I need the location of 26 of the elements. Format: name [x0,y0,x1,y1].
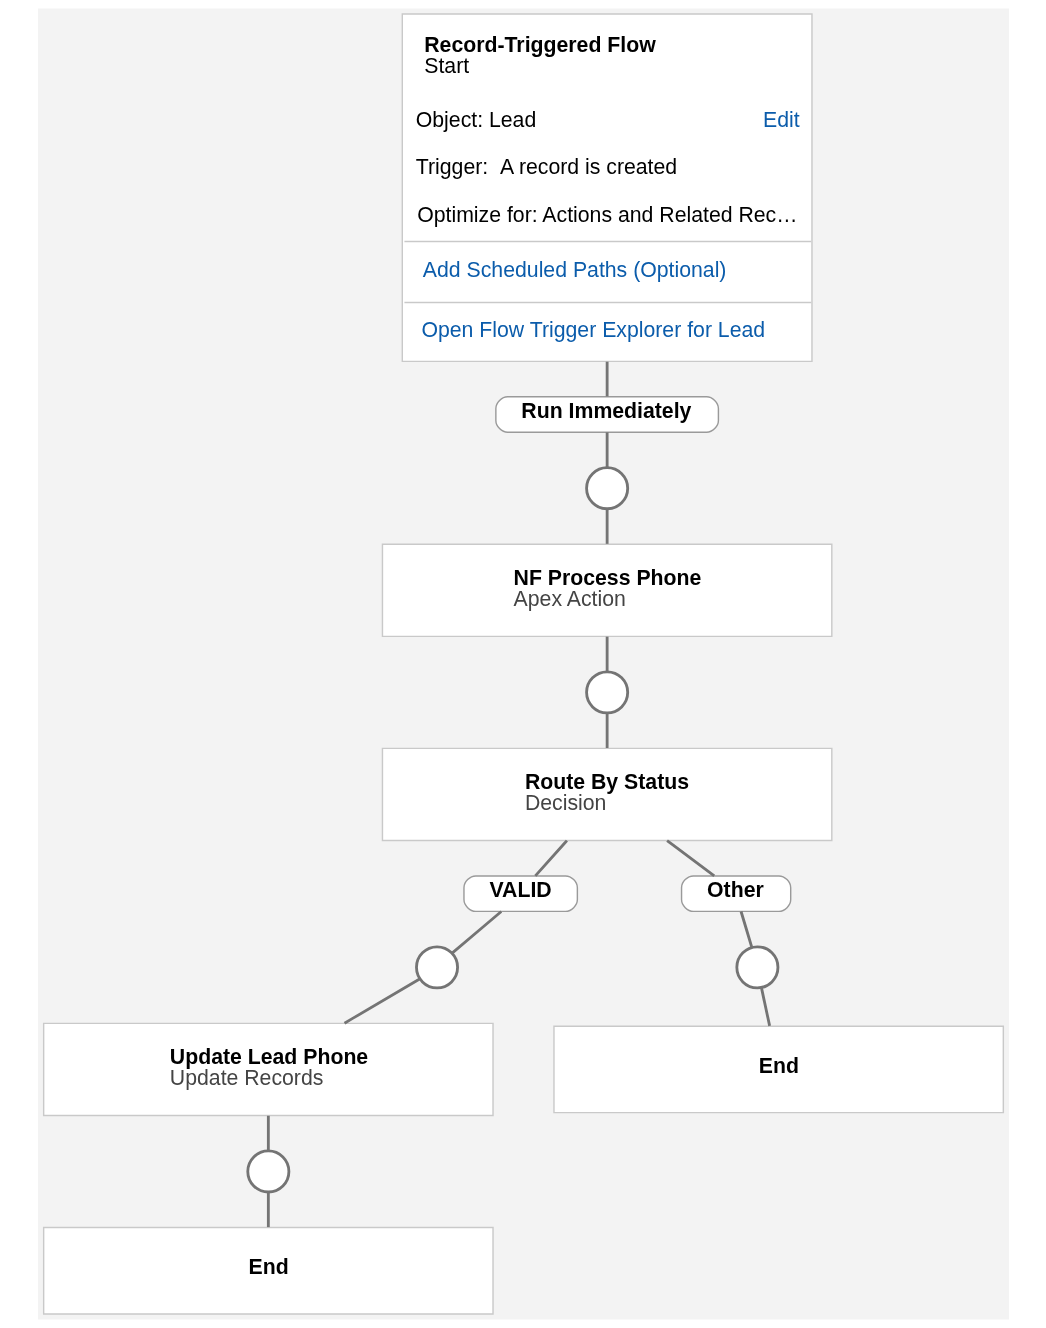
connector [343,977,420,1025]
node-circle [414,945,459,990]
node-box: End [42,1226,494,1315]
node-circle [584,466,629,511]
node-box: Update Lead Phone Update Records [42,1022,494,1117]
connector [759,987,771,1027]
node-box: End [552,1025,1004,1114]
connector [451,910,502,954]
connector [605,432,609,468]
connector [665,839,715,877]
connector [266,1115,270,1151]
connector [605,509,609,544]
connector [605,361,609,397]
connector [533,839,568,877]
node-circle [584,670,629,715]
node-circle [734,945,779,990]
node-circle [245,1149,290,1194]
node-box: Run Immediately [494,396,719,433]
node-box: Other [680,875,791,913]
connector [739,911,753,948]
node-box: NF Process Phone Apex Action [381,543,832,638]
node-box: VALID [462,875,578,913]
node-box: Route By Status Decision [381,747,832,842]
connector [605,636,609,672]
connector [605,713,609,748]
connector [266,1192,270,1228]
